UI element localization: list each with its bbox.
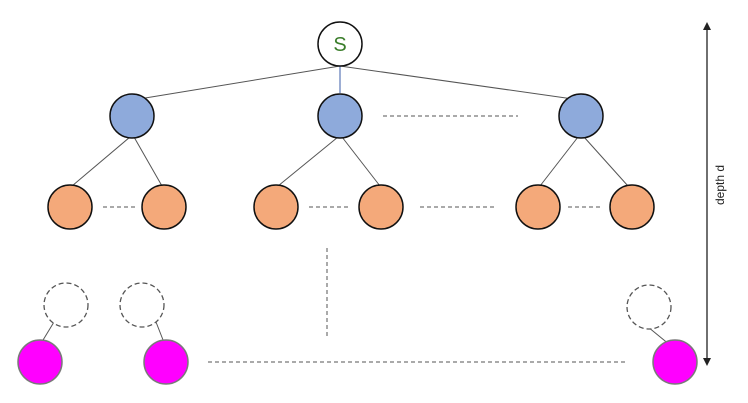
edge-l1-left-to-b bbox=[133, 136, 163, 187]
level2-node-2 bbox=[141, 184, 187, 230]
leaf-node-1 bbox=[17, 339, 63, 385]
leaf-node-3 bbox=[652, 339, 698, 385]
root-node bbox=[317, 21, 363, 67]
edge-l1-left-to-a bbox=[71, 136, 131, 187]
level1-node-middle bbox=[317, 93, 363, 139]
edge-l1-middle-to-a bbox=[277, 136, 339, 187]
root-label: S bbox=[333, 34, 346, 56]
edge-root-to-right bbox=[339, 65, 581, 101]
edge-l1-right-to-b bbox=[583, 136, 629, 187]
unexpanded-node-2 bbox=[119, 282, 165, 328]
edge-l1-right-to-a bbox=[539, 136, 579, 187]
unexpanded-node-3 bbox=[626, 284, 672, 330]
leaf-node-2 bbox=[143, 339, 189, 385]
level1-node-right bbox=[558, 93, 604, 139]
level2-node-6 bbox=[609, 184, 655, 230]
level2-node-5 bbox=[515, 184, 561, 230]
edge-l1-middle-to-b bbox=[341, 136, 381, 187]
level1-node-left bbox=[109, 93, 155, 139]
level2-node-3 bbox=[253, 184, 299, 230]
depth-label: depth d bbox=[713, 165, 727, 205]
edge-root-to-left bbox=[132, 65, 341, 101]
unexpanded-node-1 bbox=[43, 282, 89, 328]
level2-node-4 bbox=[358, 184, 404, 230]
level2-node-1 bbox=[47, 184, 93, 230]
